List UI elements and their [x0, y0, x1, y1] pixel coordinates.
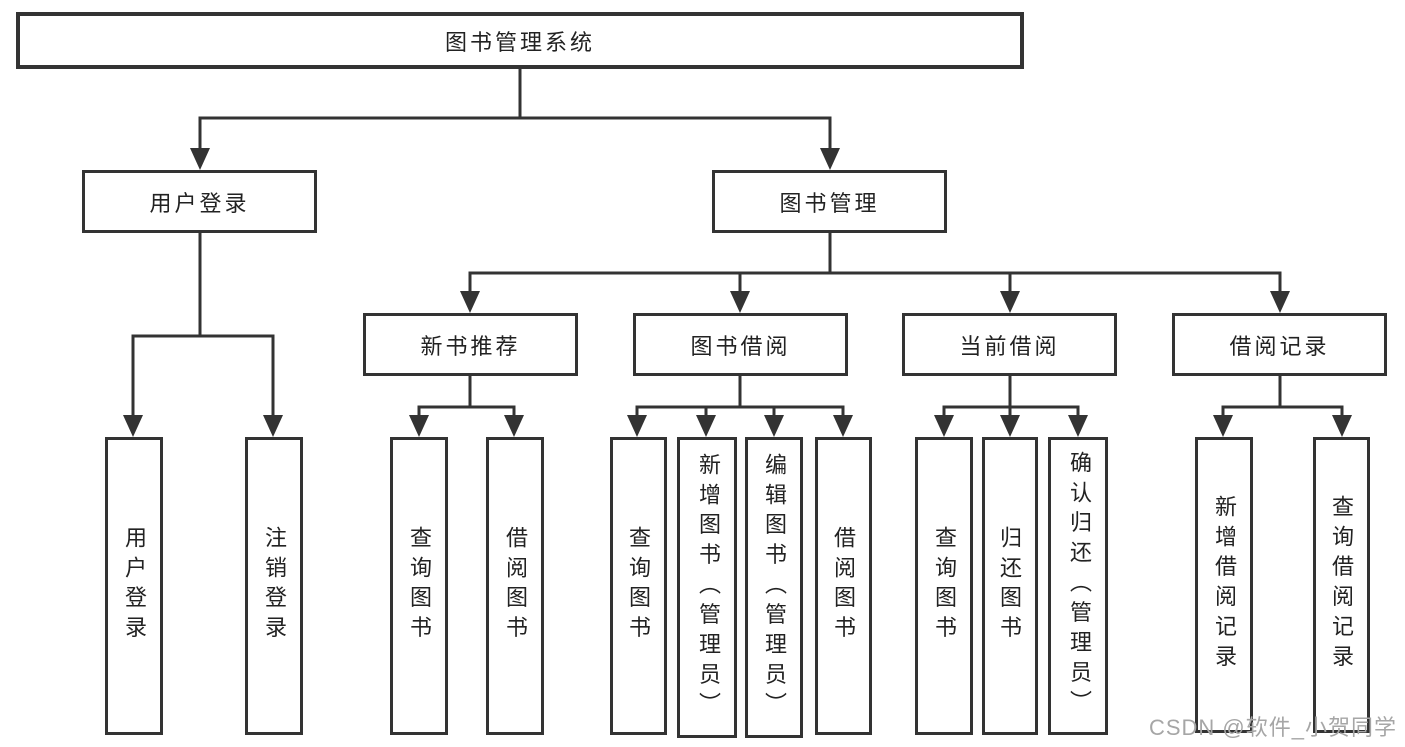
- leaf-borrow-borrow-books: 借阅图书: [815, 437, 872, 735]
- leaf-recommend-borrow-books: 借阅图书: [486, 437, 544, 735]
- leaf-borrow-edit-books-admin: 编辑图书（管理员）: [745, 437, 803, 738]
- leaf-user-login: 用户登录: [105, 437, 163, 735]
- node-borrow-records: 借阅记录: [1172, 313, 1387, 376]
- leaf-borrow-query-books: 查询图书: [610, 437, 667, 735]
- csdn-watermark: CSDN @软件_小贺同学: [1148, 715, 1397, 740]
- leaf-borrow-add-books-admin: 新增图书（管理员）: [677, 437, 737, 738]
- leaf-recommend-query-books: 查询图书: [390, 437, 448, 735]
- node-current-borrow: 当前借阅: [902, 313, 1117, 376]
- leaf-current-return-books: 归还图书: [982, 437, 1038, 735]
- node-book-borrow: 图书借阅: [633, 313, 848, 376]
- leaf-current-query-books: 查询图书: [915, 437, 973, 735]
- node-book-management: 图书管理: [712, 170, 947, 233]
- node-user-login: 用户登录: [82, 170, 317, 233]
- leaf-records-add-record: 新增借阅记录: [1195, 437, 1253, 733]
- node-library-system: 图书管理系统: [16, 12, 1024, 69]
- leaf-current-confirm-return-admin: 确认归还（管理员）: [1048, 437, 1108, 735]
- node-new-book-recommend: 新书推荐: [363, 313, 578, 376]
- leaf-logout-login: 注销登录: [245, 437, 303, 735]
- leaf-records-query-record: 查询借阅记录: [1313, 437, 1370, 733]
